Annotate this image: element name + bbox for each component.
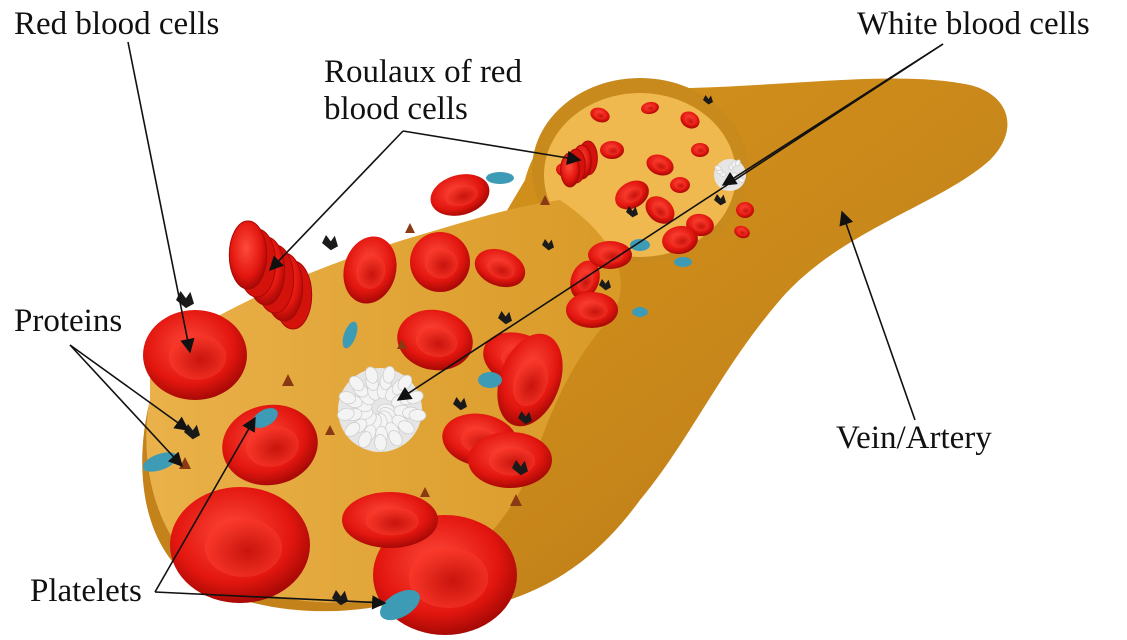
red-blood-cell-dimple [606,146,619,155]
label-vein-artery: Vein/Artery [836,420,992,456]
red-blood-cell-dimple [696,147,706,154]
red-blood-cell-dimple [169,335,226,380]
platelet [486,172,514,184]
red-blood-cell-dimple [205,519,282,577]
protein-brown [405,223,415,233]
platelet [632,307,648,317]
white-blood-cell-granule [409,409,426,421]
leader-red-blood-cells [128,42,190,352]
red-blood-cell-dimple [741,206,751,214]
red-blood-cell-dimple [366,507,419,535]
red-blood-cell-dimple [489,447,535,475]
label-platelets: Platelets [30,573,142,609]
platelet [674,257,692,267]
red-blood-cell-dimple [409,548,488,608]
label-proteins: Proteins [14,303,122,339]
platelet [630,239,650,251]
label-red-blood-cells: Red blood cells [14,6,219,42]
roulaux-disc [229,221,266,289]
red-blood-cell-dimple [579,302,608,320]
red-blood-cell-dimple [675,181,686,189]
label-roulaux-line1: Roulaux of red [324,54,522,90]
leader-vein-artery [842,212,915,420]
label-roulaux-line2: blood cells [324,91,468,127]
platelet [478,372,502,388]
red-blood-cell-dimple [425,249,458,279]
protein [322,235,338,250]
label-white-blood-cells: White blood cells [857,6,1090,42]
